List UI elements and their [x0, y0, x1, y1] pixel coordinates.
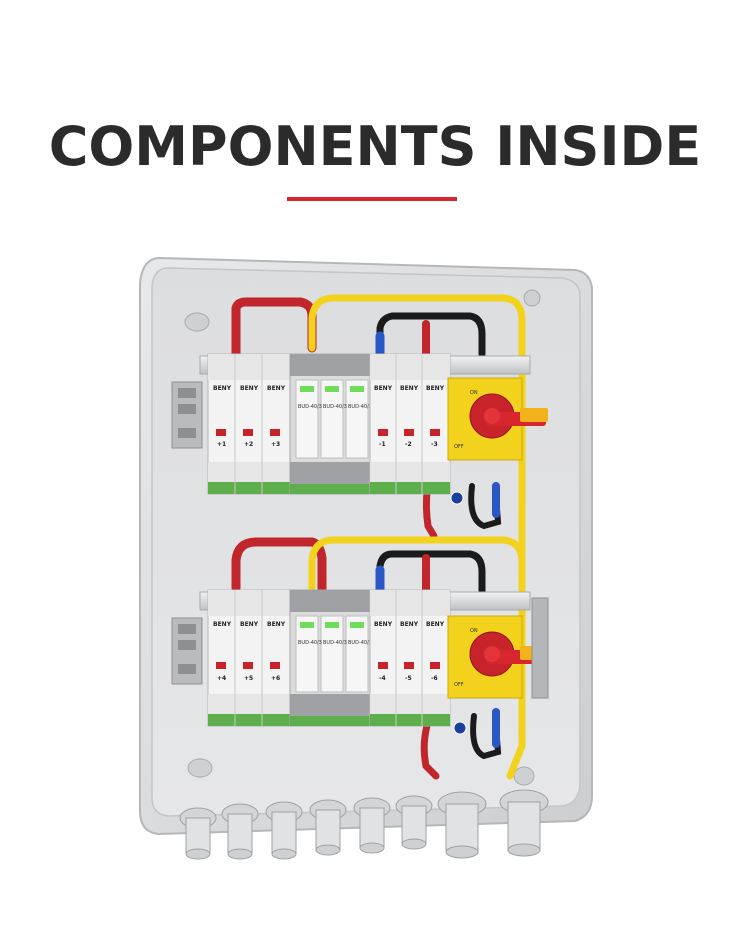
product-photo: BENY BENY BENY +1 +2 +3 BUD-40/3 BUD-40/… — [0, 236, 750, 936]
cable-glands — [179, 789, 549, 860]
earth-marker — [453, 721, 467, 735]
surge-protector: BUD-40/3 BUD-40/3 BUD-40/3 — [289, 589, 372, 727]
breaker-label: -6 — [431, 675, 438, 682]
svg-text:BENY: BENY — [213, 385, 232, 392]
terminal-block-left — [171, 381, 203, 685]
device-row-top: BENY BENY BENY +1 +2 +3 BUD-40/3 BUD-40/… — [207, 353, 548, 495]
svg-text:BENY: BENY — [267, 385, 286, 392]
svg-text:BENY: BENY — [426, 621, 445, 628]
svg-text:OFF: OFF — [454, 444, 464, 450]
svg-text:BENY: BENY — [240, 385, 259, 392]
breaker-label: +4 — [217, 675, 226, 682]
svg-text:BUD-40/3: BUD-40/3 — [323, 404, 347, 410]
dc-isolator-switch: ON OFF — [447, 615, 548, 699]
svg-text:BENY: BENY — [213, 621, 232, 628]
title-underline — [287, 197, 457, 201]
dc-isolator-switch: ON OFF — [447, 377, 548, 461]
svg-text:BENY: BENY — [374, 385, 393, 392]
breaker-label: +2 — [244, 441, 253, 448]
svg-text:BENY: BENY — [426, 385, 445, 392]
svg-text:BENY: BENY — [400, 385, 419, 392]
breaker-label: +5 — [244, 675, 253, 682]
svg-text:BUD-40/3: BUD-40/3 — [298, 640, 322, 646]
breaker-label: +6 — [271, 675, 280, 682]
svg-text:BENY: BENY — [240, 621, 259, 628]
page-title: COMPONENTS INSIDE — [48, 115, 702, 178]
breaker-label: -2 — [405, 441, 412, 448]
svg-text:BUD-40/3: BUD-40/3 — [298, 404, 322, 410]
svg-text:ON: ON — [470, 628, 478, 634]
breaker-label: -1 — [379, 441, 386, 448]
breaker-label: +3 — [271, 441, 280, 448]
svg-text:ON: ON — [470, 390, 478, 396]
device-row-bottom: BENY BENY BENY +4 +5 +6 BUD-40/3 BUD-40/… — [207, 589, 549, 727]
svg-text:BUD-40/3: BUD-40/3 — [348, 640, 372, 646]
svg-text:BENY: BENY — [267, 621, 286, 628]
breaker-label: -3 — [431, 441, 438, 448]
svg-text:BENY: BENY — [400, 621, 419, 628]
surge-protector: BUD-40/3 BUD-40/3 BUD-40/3 — [289, 353, 372, 495]
earth-marker — [450, 491, 464, 505]
breaker-label: +1 — [217, 441, 226, 448]
svg-text:BUD-40/3: BUD-40/3 — [348, 404, 372, 410]
svg-text:OFF: OFF — [454, 682, 464, 688]
side-terminal-strip — [531, 597, 549, 699]
breaker-label: -4 — [379, 675, 386, 682]
svg-text:BUD-40/3: BUD-40/3 — [323, 640, 347, 646]
breaker-label: -5 — [405, 675, 412, 682]
svg-text:BENY: BENY — [374, 621, 393, 628]
